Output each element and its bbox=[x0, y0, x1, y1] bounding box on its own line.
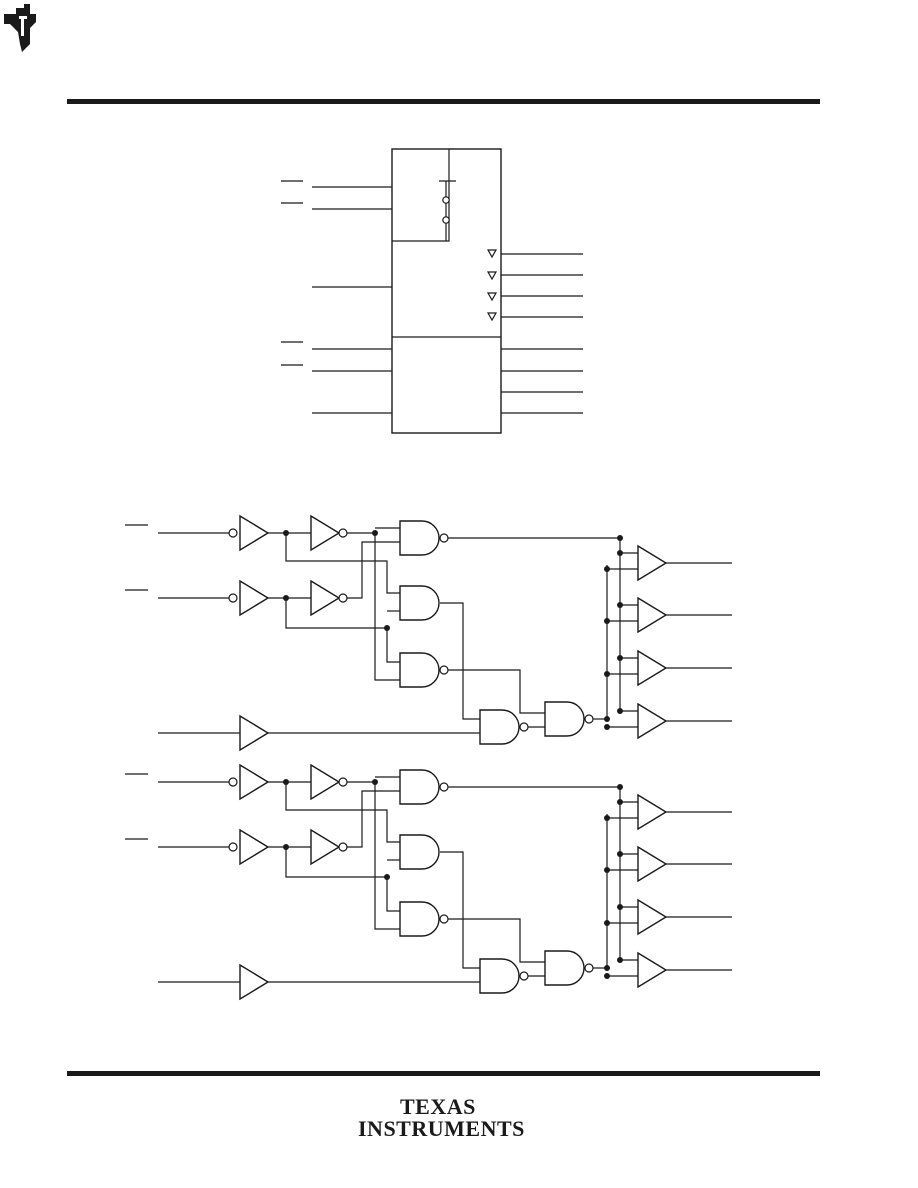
output-buffer bbox=[637, 544, 668, 582]
inversion-bubble bbox=[338, 777, 348, 787]
nand-gate bbox=[399, 652, 440, 688]
symbol-outputs-top bbox=[486, 249, 583, 322]
junction-dot bbox=[617, 784, 623, 790]
junction-dot bbox=[617, 550, 623, 556]
junction-dot bbox=[372, 779, 378, 785]
inverter-gate bbox=[310, 579, 341, 617]
junction-dot bbox=[617, 655, 623, 661]
output-buffer bbox=[637, 702, 668, 740]
inversion-bubble bbox=[228, 777, 238, 787]
output-buffer bbox=[637, 793, 668, 831]
output-buffer bbox=[637, 649, 668, 687]
input-inverter bbox=[239, 579, 270, 617]
logic-symbol bbox=[281, 148, 583, 434]
junction-dot bbox=[617, 904, 623, 910]
enable-buffer bbox=[239, 714, 270, 752]
nand-gate bbox=[479, 958, 520, 994]
inversion-bubble bbox=[519, 722, 529, 732]
brand-line-1: TEXAS bbox=[400, 1094, 476, 1119]
inversion-bubble bbox=[439, 914, 449, 924]
control-block bbox=[392, 149, 450, 242]
junction-dot bbox=[617, 957, 623, 963]
inversion-bubble bbox=[584, 714, 594, 724]
junction-dot bbox=[617, 799, 623, 805]
nand-gate bbox=[399, 901, 440, 937]
junction-dot bbox=[604, 618, 610, 624]
output-buffer bbox=[637, 898, 668, 936]
nand-gate bbox=[479, 709, 520, 745]
inversion-bubble bbox=[338, 528, 348, 538]
junction-dot bbox=[617, 535, 623, 541]
junction-dot bbox=[372, 530, 378, 536]
junction-dot bbox=[617, 851, 623, 857]
inverter-gate bbox=[310, 763, 341, 801]
output-buffer bbox=[637, 596, 668, 634]
nand-gate bbox=[544, 950, 585, 986]
input-inverter bbox=[239, 763, 270, 801]
output-triangle-icon bbox=[486, 249, 498, 259]
output-buffer bbox=[637, 951, 668, 989]
inverter-gate bbox=[310, 828, 341, 866]
inversion-bubble bbox=[439, 533, 449, 543]
junction-dot bbox=[617, 708, 623, 714]
junction-dot bbox=[604, 920, 610, 926]
logic-diagram bbox=[125, 514, 732, 1001]
header-rule bbox=[67, 99, 820, 104]
input-inverter bbox=[239, 828, 270, 866]
footer-rule bbox=[67, 1071, 820, 1076]
output-buffer bbox=[637, 845, 668, 883]
brand-line-2: INSTRUMENTS bbox=[358, 1116, 525, 1141]
junction-dot bbox=[604, 965, 610, 971]
and-gate bbox=[399, 834, 440, 870]
output-triangle-icon bbox=[486, 312, 498, 322]
inversion-bubble bbox=[439, 782, 449, 792]
junction-dot bbox=[604, 815, 610, 821]
junction-dot bbox=[604, 724, 610, 730]
inversion-bubble bbox=[338, 593, 348, 603]
junction-dot bbox=[604, 867, 610, 873]
nand-gate bbox=[544, 701, 585, 737]
input-inverter bbox=[239, 514, 270, 552]
inversion-bubble bbox=[584, 963, 594, 973]
enable-buffer bbox=[239, 963, 270, 1001]
output-triangle-icon bbox=[486, 271, 498, 281]
texas-instruments-logo-icon bbox=[4, 4, 36, 52]
logic-section bbox=[125, 514, 732, 752]
inversion-bubble bbox=[519, 971, 529, 981]
symbol-outputs-bottom bbox=[501, 348, 583, 414]
and-gate bbox=[399, 585, 440, 621]
inversion-bubble bbox=[228, 842, 238, 852]
nand-gate bbox=[399, 520, 440, 556]
inversion-bubble bbox=[439, 665, 449, 675]
junction-dot bbox=[604, 716, 610, 722]
junction-dot bbox=[617, 602, 623, 608]
inversion-bubble bbox=[338, 842, 348, 852]
logic-section bbox=[125, 763, 732, 1001]
junction-dot bbox=[604, 566, 610, 572]
inverter-gate bbox=[310, 514, 341, 552]
junction-dot bbox=[604, 973, 610, 979]
junction-dot bbox=[604, 671, 610, 677]
nand-gate bbox=[399, 769, 440, 805]
output-triangle-icon bbox=[486, 292, 498, 302]
inversion-bubble bbox=[228, 528, 238, 538]
inversion-bubble bbox=[228, 593, 238, 603]
